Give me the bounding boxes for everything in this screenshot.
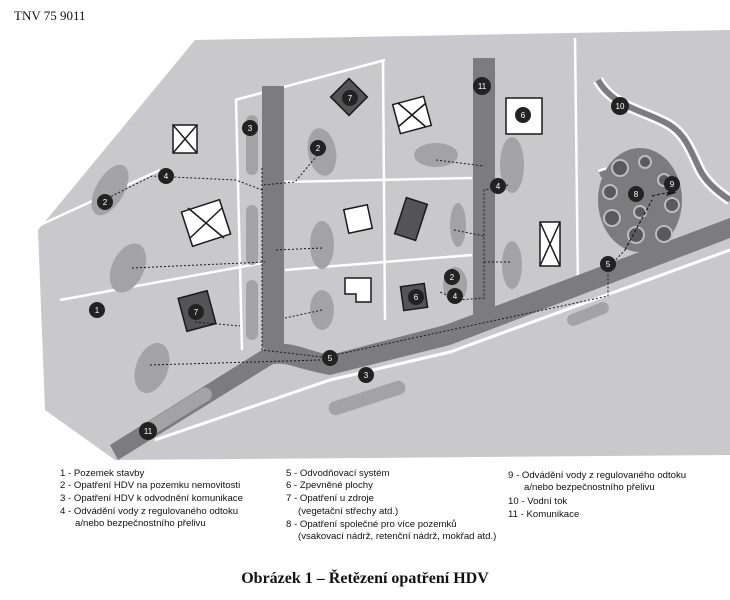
svg-text:3: 3 [248,124,253,133]
svg-text:11: 11 [144,427,153,436]
road-right [473,58,495,314]
numbered-markers: 1 2 2 2 3 3 4 4 4 5 5 6 6 7 7 8 9 10 11 … [89,77,680,440]
svg-text:4: 4 [164,172,169,181]
main-road [110,218,730,460]
legend-1: 1 - Pozemek stavby [60,468,145,479]
marker-4c: 4 [447,288,463,304]
marker-4a: 4 [158,168,174,184]
legend-7: 7 - Opatření u zdroje [286,493,374,504]
marker-4b: 4 [490,178,506,194]
svg-text:11: 11 [478,82,487,91]
svg-text:1: 1 [95,306,100,315]
svg-text:2: 2 [316,144,321,153]
svg-text:7: 7 [194,308,199,317]
svg-text:2: 2 [450,273,455,282]
marker-6b: 6 [408,289,424,305]
svg-text:8: 8 [634,190,639,199]
legend-5: 5 - Odvodňovací systém [286,468,390,479]
legend-8: 8 - Opatření společné pro více pozemků [286,519,457,530]
svg-text:7: 7 [348,94,353,103]
legend-9-cont: a/nebo bezpečnostního přelivu [524,482,655,493]
legend-4-cont: a/nebo bezpečnostního přelivu [75,518,206,529]
legend-9: 9 - Odvádění vody z regulovaného odtoku [508,470,687,481]
svg-text:6: 6 [414,293,419,302]
marker-2b: 2 [310,140,326,156]
marker-1: 1 [89,302,105,318]
svg-text:5: 5 [328,354,333,363]
road-left [262,86,284,348]
marker-8: 8 [628,186,644,202]
figure-caption: Obrázek 1 – Řetězení opatření HDV [241,570,489,587]
marker-5b: 5 [600,256,616,272]
svg-text:4: 4 [453,292,458,301]
svg-text:10: 10 [616,102,625,111]
marker-6a: 6 [515,107,531,123]
marker-9: 9 [664,176,680,192]
legend-11: 11 - Komunikace [508,509,580,520]
marker-10: 10 [611,97,629,115]
legend-6: 6 - Zpevněné plochy [286,480,373,491]
legend-7-cont: (vegetační střechy atd.) [298,506,399,517]
legend-8-cont: (vsakovací nádrž, retenční nádrž, mokřad… [298,531,497,542]
marker-11a: 11 [473,77,491,95]
legend-2: 2 - Opatření HDV na pozemku nemovitosti [60,480,241,491]
shrubs [602,155,680,244]
legend-10: 10 - Vodní tok [508,496,568,507]
legend-3: 3 - Opatření HDV k odvodnění komunikace [60,493,243,504]
overflow-arrow [624,199,653,251]
marker-3a: 3 [242,120,258,136]
marker-5a: 5 [322,350,338,366]
legend-4: 4 - Odvádění vody z regulovaného odtoku [60,506,239,517]
svg-text:3: 3 [364,371,369,380]
parcel-boundaries [39,37,580,351]
svg-text:5: 5 [606,260,611,269]
standard-code: TNV 75 9011 [14,8,86,23]
svg-text:4: 4 [496,182,501,191]
marker-2c: 2 [444,269,460,285]
svg-text:9: 9 [670,180,675,189]
marker-11b: 11 [139,422,157,440]
marker-7b: 7 [188,304,204,320]
marker-3b: 3 [358,367,374,383]
marker-7a: 7 [342,90,358,106]
marker-2a: 2 [97,194,113,210]
svg-text:6: 6 [521,111,526,120]
svg-text:2: 2 [103,198,108,207]
